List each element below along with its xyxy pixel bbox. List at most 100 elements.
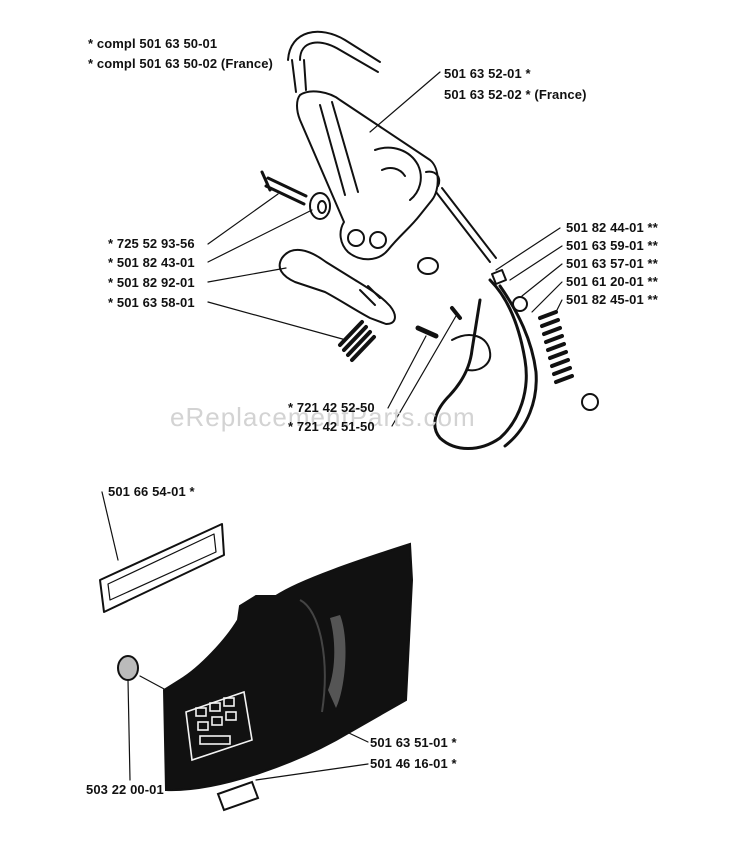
leader-p9 [521,263,563,297]
part-label-501-66-54-01: 501 66 54-01 * [108,484,195,500]
bracket-hole-1 [347,229,365,247]
part-label-501-46-16-01: 501 46 16-01 * [370,756,457,772]
part-number: 725 52 93-56 [116,236,195,251]
lever-detail [359,285,381,306]
chain-cover-ridge [299,599,326,713]
guide-block [216,780,260,812]
part-label-501-82-43-01: * 501 82 43-01 [108,255,195,271]
part-label-721-42-51-50: * 721 42 51-50 [288,419,375,435]
brake-lever-bracket [296,90,439,261]
part-label-501-63-52-02: 501 63 52-02 * (France) [444,87,587,103]
part-marker: ** [647,256,658,271]
part-number: 501 66 54-01 [108,484,186,499]
leader-p14 [101,491,119,561]
cover-vent-panel [185,690,253,762]
screw [260,170,308,206]
band-nut [491,269,507,285]
band-bolt [512,296,528,312]
part-label-501-63-58-01: * 501 63 58-01 [108,295,195,311]
part-number: 501 63 51-01 [370,735,448,750]
part-number: 501 63 52-01 [444,66,522,81]
part-marker: * [189,484,195,499]
part-label-501-61-20-01: 501 61 20-01 ** [566,274,658,290]
part-label-501-82-45-01: 501 82 45-01 ** [566,292,658,308]
leader-p16 [255,763,369,781]
part-number: 501 82 45-01 [566,292,644,307]
part-marker: ** [647,292,658,307]
part-label-501-82-44-01: 501 82 44-01 ** [566,220,658,236]
part-number: 501 46 16-01 [370,756,448,771]
handle-bar [287,30,381,93]
watermark: eReplacementParts.com [170,402,476,432]
part-marker: * [525,66,531,81]
part-label-501-63-51-01: 501 63 51-01 * [370,735,457,751]
pin [415,325,439,339]
part-marker: ** [647,274,658,289]
part-marker: * [108,295,114,310]
part-marker: ** [647,220,658,235]
washer [309,192,331,220]
part-number: 501 63 52-02 [444,87,522,102]
leader-p7 [495,227,561,271]
part-number: 501 63 58-01 [116,295,195,310]
decal-plate [99,523,225,613]
spring-left [338,320,376,362]
chain-cover [162,542,414,792]
part-marker: * [108,236,114,251]
leader-p8 [509,245,563,281]
leader-nut [139,675,167,691]
part-number: 501 82 43-01 [116,255,195,270]
leader-p3 [207,193,279,245]
brake-rod [435,187,497,263]
part-marker: * [108,275,114,290]
part-number: 501 82 44-01 [566,220,644,235]
leader-p1 [369,71,441,133]
part-number: 721 42 52-50 [296,400,375,415]
part-marker: * [108,255,114,270]
part-label-501-63-57-01: 501 63 57-01 ** [566,256,658,272]
header-note-2: * compl 501 63 50-02 (France) [88,56,273,71]
part-label-501-63-52-01: 501 63 52-01 * [444,66,531,82]
leader-p5 [207,267,287,283]
part-marker: * [288,400,294,415]
leader-p10 [531,281,563,313]
part-number: 501 63 59-01 [566,238,644,253]
roll-pin [450,306,462,320]
part-number: 501 82 92-01 [116,275,195,290]
part-label-503-22-00-01: 503 22 00-01 [86,782,164,798]
bracket-slot [319,101,359,196]
part-marker: ** [647,238,658,253]
part-number: 721 42 51-50 [296,419,375,434]
leader-p6 [207,301,347,341]
washer-inner [317,200,327,214]
leader-p11 [555,299,563,313]
cover-nut [117,655,139,681]
part-label-501-63-59-01: 501 63 59-01 ** [566,238,658,254]
part-marker: * [288,419,294,434]
decal-inner [107,533,217,601]
leader-p12 [387,335,427,409]
spring-right [538,310,574,384]
part-label-501-82-92-01: * 501 82 92-01 [108,275,195,291]
bracket-hole-2 [369,231,387,249]
leader-p13 [391,315,457,427]
part-marker: * (France) [525,87,587,102]
part-label-721-42-52-50: * 721 42 52-50 [288,400,375,416]
part-marker: * [451,735,457,750]
bracket-inner [374,146,422,201]
spring-nut [581,393,599,411]
chain-cover-highlight [328,615,346,708]
leader-p17 [127,679,131,781]
part-marker: * [451,756,457,771]
part-number: 503 22 00-01 [86,782,164,797]
part-number: 501 61 20-01 [566,274,644,289]
knob [417,257,439,275]
lever-arm [278,248,396,325]
header-note-1: * compl 501 63 50-01 [88,36,218,51]
brake-band-end [451,334,492,372]
part-label-725-52-93-56: * 725 52 93-56 [108,236,195,252]
leader-p4 [207,209,313,263]
bracket-tab [425,170,441,187]
